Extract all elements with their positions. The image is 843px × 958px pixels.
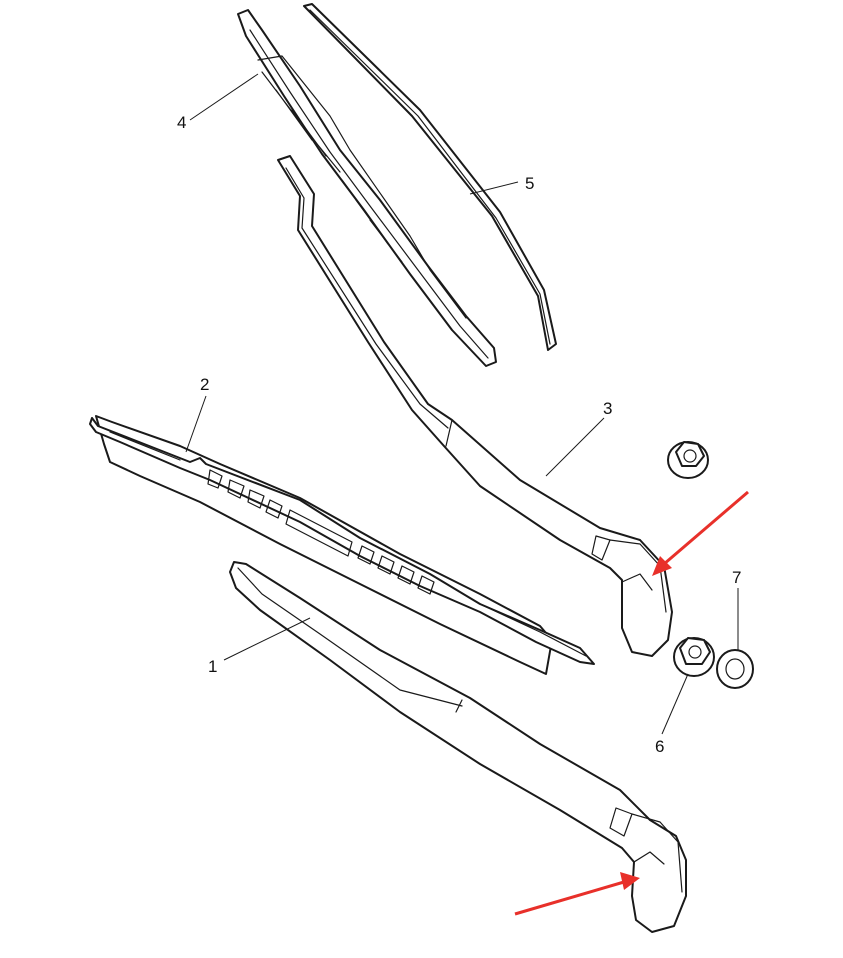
part-2-lower-wiper-blade — [89, 415, 595, 675]
callout-6: 6 — [655, 737, 664, 756]
callout-3: 3 — [603, 399, 612, 418]
part-3-upper-wiper-arm — [277, 155, 673, 657]
part-7-washer — [716, 649, 754, 689]
callout-2: 2 — [200, 375, 209, 394]
highlight-arrow-lower — [514, 872, 640, 916]
callout-1: 1 — [208, 657, 217, 676]
callout-5: 5 — [525, 174, 534, 193]
leader-lines — [185, 73, 739, 735]
callout-4: 4 — [177, 113, 186, 132]
callout-7: 7 — [732, 568, 741, 587]
nut-upper — [667, 441, 709, 479]
callout-labels: 1 2 3 4 5 6 7 — [177, 113, 741, 756]
part-1-lower-wiper-arm — [229, 561, 687, 933]
part-4-upper-wiper-blade — [237, 9, 497, 367]
part-5-blade-insert — [303, 3, 557, 351]
highlight-arrow-upper — [652, 490, 749, 576]
part-6-nut — [673, 637, 715, 677]
